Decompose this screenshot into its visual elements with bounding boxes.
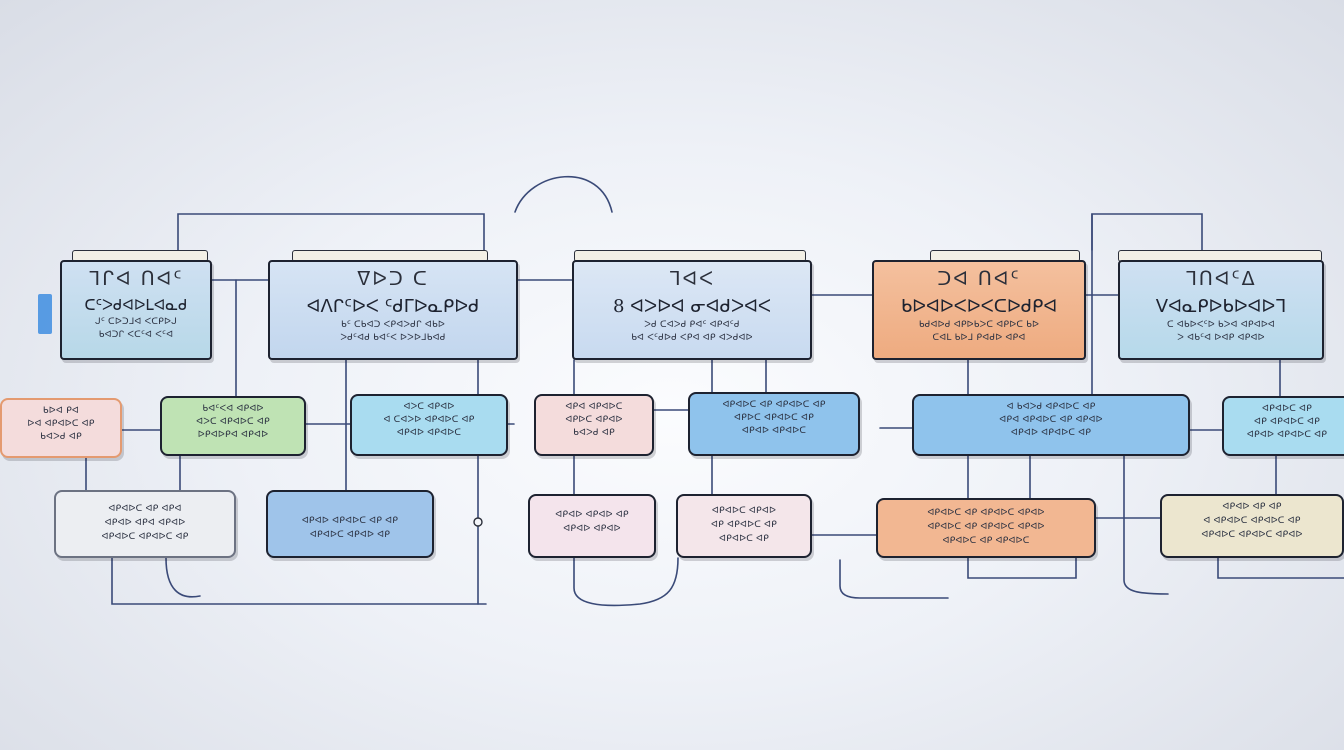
node-text: ᐊᑭᐊ ᐊᑭᐊᐅᑕ ᐊᑭ ᐊᑭᐊᐅ [999, 415, 1103, 425]
step-node[interactable]: ᐊᑭᐊ ᐊᑭᐊᐅᑕ ᐊᑭᐅᑕ ᐊᑭᐊᐅ ᑲᐊᐳᑯ ᐊᑭ [534, 394, 654, 456]
node-text: ᐊᑭ ᐊᑭᐊᐅᑕ ᐊᑭ [1253, 417, 1321, 427]
node-text: ᑕ ᐊᑲᐅᐸᑦᐅ ᑲᐳᐊ ᐊᑭᐊᐅᐊ [1166, 320, 1276, 330]
step-node[interactable]: ᐊᑭᐊᐅᑕ ᐊᑭ ᐊᑭ ᐊᑭᐊᐅᑕ ᐊᑭ ᐊᑭᐊᐅ ᐊᑭᐊᐅᑕ ᐊᑭ [1222, 396, 1344, 456]
step-node[interactable]: ᐊᐳᑕ ᐊᑭᐊᐅ ᐊ ᑕᐊᐳᐅ ᐊᑭᐊᐅᑕ ᐊᑭ ᐊᑭᐊᐅ ᐊᑭᐊᐅᑕ [350, 394, 508, 456]
node-text: ᐊᑭᐅᑕ ᐊᑭᐊᐅᑕ ᐊᑭ [734, 413, 814, 423]
node-text: ᐊᑭᐊᐅ ᐊᑭᐊ ᐊᑭᐊᐅ [104, 518, 186, 528]
node-subtitle: ᑕᑦᐳᑯᐊᐅᒪᐊᓇᑯ [84, 296, 188, 314]
node-text: ᑲᐅᐊ ᑭᐊ [42, 406, 80, 416]
node-text: ᐊᑭᐊᐅᑕ ᐊᑭ ᐊᑭᐊᐅᑕ ᐊᑭᐊᐅ [927, 522, 1045, 532]
node-text: ᐊᑭᐊᐅᑕ ᐊᑭ ᐊᑭᐊ [108, 504, 182, 514]
node-text: ᐊᑭ ᐊᑭᐊᐅᑕ ᐊᑭ [710, 520, 778, 530]
node-text: ᑲᐊᐳᑯ ᐊᑭ [573, 428, 615, 438]
header-node-3[interactable]: ᒣᐊᐸ 8 ᐊᐳᐅᐊ ᓂᐊᑯᐳᐊᐸ ᐳᑯ ᑕᐊᐳᑯ ᑭᐊᑦ ᐊᑭᐊᑦᑯ ᑲᐊ ᐸ… [572, 260, 812, 360]
node-text: ᐊᑭᐊᐅᑕ ᐊᑭᐊᐅᑕ ᐊᑭᐊᐅ [1201, 530, 1303, 540]
node-text: ᐳᑯᑦᐊᑯ ᑲᐊᑦᐸ ᐅᐳᐅᒧᑲᐊᑯ [340, 333, 446, 343]
node-text: ᑲᐊ ᐸᑦᑯᐅᑯ ᐸᑭᐊ ᐊᑭ ᐊᐳᑯᐊᐅ [631, 333, 753, 343]
step-node[interactable]: ᐊᑭᐊᐅ ᐊᑭᐊᐅᑕ ᐊᑭ ᐊᑭ ᐊᑭᐊᐅᑕ ᐊᑭᐊᐅ ᐊᑭ [266, 490, 434, 558]
header-node-5[interactable]: ᒣᑎᐊᑦᐃ ᐯᐊᓇᑭᐅᑲᐅᐊᐅᒣ ᑕ ᐊᑲᐅᐸᑦᐅ ᑲᐳᐊ ᐊᑭᐊᐅᐊ ᐳ ᐊᑲ… [1118, 260, 1324, 360]
node-text: ᐊ ᑲᐊᐳᑯ ᐊᑭᐊᐅᑕ ᐊᑭ [1006, 402, 1096, 412]
step-node[interactable]: ᐊᑭᐊᐅ ᐊᑭᐊᐅ ᐊᑭ ᐊᑭᐊᐅ ᐊᑭᐊᐅ [528, 494, 656, 558]
node-text: ᒍᑦ ᑕᐅᑐᒧᐊ ᐸᑕᑭᐅᒍ [95, 317, 177, 327]
node-title: ᐁᐅᑐ ᑕ [357, 268, 429, 290]
node-text: ᐊᐳᑕ ᐊᑭᐊᐅᑕ ᐊᑭ [196, 417, 270, 427]
node-title: ᒣᑎᐊᑦᐃ [1185, 268, 1257, 290]
node-text: ᐊᑭᐊᐅ ᐊᑭᐊᐅᑕ [396, 428, 462, 438]
node-text: ᐊᑭᐅᑕ ᐊᑭᐊᐅ [565, 415, 623, 425]
node-text: ᐊᑭᐊᐅᑕ ᐊᑭ [718, 534, 770, 544]
node-text: ᐊᐳᑕ ᐊᑭᐊᐅ [403, 402, 455, 412]
node-title: ᒣᒋᐊ ᑎᐊᑦ [88, 268, 184, 290]
step-node[interactable]: ᑲᐊᑦᐸᐊ ᐊᑭᐊᐅ ᐊᐳᑕ ᐊᑭᐊᐅᑕ ᐊᑭ ᐅᑭᐊᐅᑭᐊ ᐊᑭᐊᐅ [160, 396, 306, 456]
step-node[interactable]: ᐊᑭᐊᐅ ᐊᑭ ᐊᑭ ᐊ ᐊᑭᐊᐅᑕ ᐊᑭᐊᐅᑕ ᐊᑭ ᐊᑭᐊᐅᑕ ᐊᑭᐊᐅᑕ … [1160, 494, 1344, 558]
node-text: ᐊ ᑕᐊᐳᐅ ᐊᑭᐊᐅᑕ ᐊᑭ [383, 415, 475, 425]
step-node[interactable]: ᐊᑭᐊᐅᑕ ᐊᑭᐊᐅ ᐊᑭ ᐊᑭᐊᐅᑕ ᐊᑭ ᐊᑭᐊᐅᑕ ᐊᑭ [676, 494, 812, 558]
node-text: ᐊᑭᐊᐅ ᐊᑭᐊᐅᑕ ᐊᑭ [1010, 428, 1092, 438]
node-title: ᑐᐊ ᑎᐊᑦ [937, 268, 1021, 290]
node-text: ᐊᑭᐊᐅᑕ ᐊᑭ ᐊᑭᐊᐅᑕ ᐊᑭᐊᐅ [927, 508, 1045, 518]
node-text: ᐊᑭᐊᐅ ᐊᑭ ᐊᑭ [1222, 502, 1282, 512]
node-text: ᐅᑭᐊᐅᑭᐊ ᐊᑭᐊᐅ [197, 430, 269, 440]
node-text: ᐊᑭᐊᐅᑕ ᐊᑭ ᐊᑭᐊᐅᑕ ᐊᑭ [722, 400, 826, 410]
node-text: ᐊᑭᐊᐅ ᐊᑭᐊᐅ ᐊᑭ [555, 510, 629, 520]
node-text: ᑕᐊᒪ ᑲᐅᒧ ᑭᐊᑯᐅ ᐊᑭᐊ [932, 333, 1026, 343]
node-text: ᑲᐊᑦᐸᐊ ᐊᑭᐊᐅ [202, 404, 264, 414]
node-text: ᐊᑭᐊᐅᑕ ᐊᑭ ᐊᑭᐊᐅᑕ [942, 536, 1030, 546]
node-subtitle: ᐊᐱᒋᑦᐅᐸ ᑦᑯᒥᐅᓇᑭᐅᑯ [306, 296, 480, 317]
node-text: ᐳᑯ ᑕᐊᐳᑯ ᑭᐊᑦ ᐊᑭᐊᑦᑯ [644, 320, 740, 330]
node-text: ᐊᑭᐊᐅᑕ ᐊᑭᐊᐅ [711, 506, 777, 516]
node-text: ᐊ ᐊᑭᐊᐅᑕ ᐊᑭᐊᐅᑕ ᐊᑭ [1203, 516, 1301, 526]
node-subtitle: ᐯᐊᓇᑭᐅᑲᐅᐊᐅᒣ [1155, 296, 1287, 317]
node-text: ᑲᐊᐳᑯ ᐊᑭ [40, 432, 82, 442]
node-subtitle: 8 ᐊᐳᐅᐊ ᓂᐊᑯᐳᐊᐸ [612, 296, 772, 317]
step-node[interactable]: ᐊ ᑲᐊᐳᑯ ᐊᑭᐊᐅᑕ ᐊᑭ ᐊᑭᐊ ᐊᑭᐊᐅᑕ ᐊᑭ ᐊᑭᐊᐅ ᐊᑭᐊᐅ ᐊ… [912, 394, 1190, 456]
node-subtitle: ᑲᐅᐊᐅᐸᐅᐸᑕᐅᑯᑭᐊ [900, 296, 1058, 317]
node-text: ᐊᑭᐊᐅ ᐊᑭᐊᐅ [563, 524, 621, 534]
node-title: ᒣᐊᐸ [668, 268, 716, 290]
node-text: ᐊᑭᐊᐅ ᐊᑭᐊᐅᑕ ᐊᑭ ᐊᑭ [301, 516, 399, 526]
node-text: ᐳ ᐊᑲᑦᐊ ᐅᐊᑭ ᐊᑭᐊᐅ [1177, 333, 1265, 343]
step-node[interactable]: ᐊᑭᐊᐅᑕ ᐊᑭ ᐊᑭᐊᐅᑕ ᐊᑭ ᐊᑭᐅᑕ ᐊᑭᐊᐅᑕ ᐊᑭ ᐊᑭᐊᐅ ᐊᑭᐊ… [688, 392, 860, 456]
header-node-4[interactable]: ᑐᐊ ᑎᐊᑦ ᑲᐅᐊᐅᐸᐅᐸᑕᐅᑯᑭᐊ ᑲᑯᐊᐅᑯ ᐊᑭᐅᑲᐳᑕ ᐊᑭᐅᑕ ᑲᐅ… [872, 260, 1086, 360]
node-text: ᐊᑭᐊᐅᑕ ᐊᑭᐊᐅᑕ ᐊᑭ [101, 532, 189, 542]
bookmark-icon [38, 294, 52, 334]
step-node[interactable]: ᐊᑭᐊᐅᑕ ᐊᑭ ᐊᑭᐊᐅᑕ ᐊᑭᐊᐅ ᐊᑭᐊᐅᑕ ᐊᑭ ᐊᑭᐊᐅᑕ ᐊᑭᐊᐅ … [876, 498, 1096, 558]
node-text: ᐊᑭᐊ ᐊᑭᐊᐅᑕ [565, 402, 623, 412]
node-text: ᐊᑭᐊᐅᑕ ᐊᑭ [1261, 404, 1313, 414]
node-text: ᐊᑭᐊᐅ ᐊᑭᐊᐅᑕ [741, 426, 807, 436]
node-text: ᑲᑦ ᑕᑲᐊᑐ ᐸᑭᐊᐳᑯᒋ ᐊᑲᐅ [341, 320, 445, 330]
node-text: ᐅᐊ ᐊᑭᐊᐅᑕ ᐊᑭ [27, 419, 95, 429]
step-node[interactable]: ᐊᑭᐊᐅᑕ ᐊᑭ ᐊᑭᐊ ᐊᑭᐊᐅ ᐊᑭᐊ ᐊᑭᐊᐅ ᐊᑭᐊᐅᑕ ᐊᑭᐊᐅᑕ ᐊ… [54, 490, 236, 558]
step-node[interactable]: ᑲᐅᐊ ᑭᐊ ᐅᐊ ᐊᑭᐊᐅᑕ ᐊᑭ ᑲᐊᐳᑯ ᐊᑭ [0, 398, 122, 458]
header-node-1[interactable]: ᒣᒋᐊ ᑎᐊᑦ ᑕᑦᐳᑯᐊᐅᒪᐊᓇᑯ ᒍᑦ ᑕᐅᑐᒧᐊ ᐸᑕᑭᐅᒍ ᑲᐊᑐᒋ ᐸ… [60, 260, 212, 360]
header-node-2[interactable]: ᐁᐅᑐ ᑕ ᐊᐱᒋᑦᐅᐸ ᑦᑯᒥᐅᓇᑭᐅᑯ ᑲᑦ ᑕᑲᐊᑐ ᐸᑭᐊᐳᑯᒋ ᐊᑲᐅ… [268, 260, 518, 360]
node-text: ᐊᑭᐊᐅᑕ ᐊᑭᐊᐅ ᐊᑭ [309, 530, 391, 540]
node-text: ᐊᑭᐊᐅ ᐊᑭᐊᐅᑕ ᐊᑭ [1246, 430, 1328, 440]
node-text: ᑲᐊᑐᒋ ᐸᑕᑦᐊ ᐸᑦᐊ [98, 330, 174, 340]
node-text: ᑲᑯᐊᐅᑯ ᐊᑭᐅᑲᐳᑕ ᐊᑭᐅᑕ ᑲᐅ [918, 320, 1040, 330]
